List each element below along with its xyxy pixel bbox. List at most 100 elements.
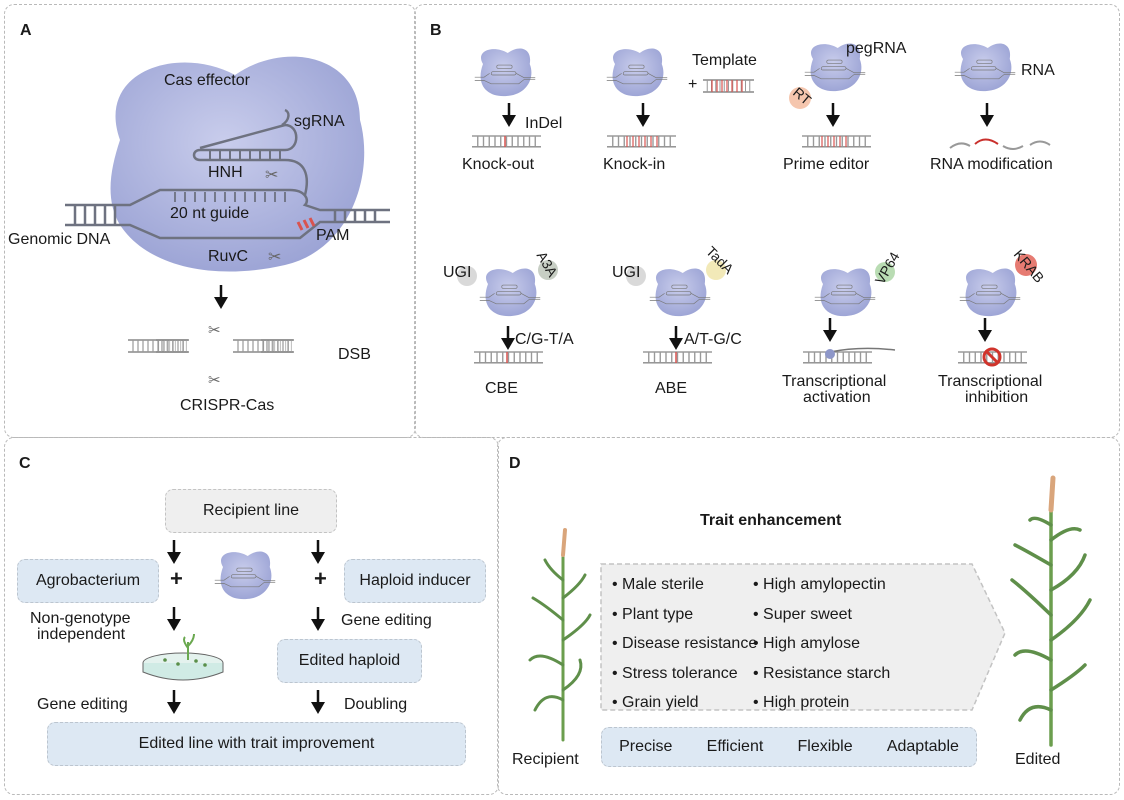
trait-item: • High protein (753, 694, 849, 712)
genomic-dna-strand (65, 188, 390, 240)
bullet-icon: • (753, 664, 764, 682)
trait-label: Stress tolerance (622, 664, 738, 682)
rna-label: RNA (1021, 62, 1055, 79)
indel-label: InDel (525, 115, 563, 132)
trait-item: • Super sweet (753, 606, 852, 624)
feature-flexible: Flexible (797, 738, 853, 755)
edited-plant-icon (1010, 475, 1092, 747)
trait-item: • Resistance starch (753, 665, 890, 683)
trait-label: Plant type (622, 605, 694, 623)
trait-label: Super sweet (763, 605, 852, 623)
trait-label: High amylopectin (763, 576, 886, 593)
dsb-scissors-bottom-icon: ✂ (208, 372, 221, 389)
guide-rungs (209, 150, 281, 160)
feature-adaptable: Adaptable (886, 738, 959, 755)
guide-label: 20 nt guide (170, 205, 250, 222)
cas-protein-blob (110, 56, 365, 272)
plus-right: + (314, 566, 327, 591)
recipient-plant-icon (528, 528, 592, 742)
edited-haploid-box: Edited haploid (277, 639, 422, 683)
cbe-ugi-label: UGI (443, 264, 472, 281)
panel-d-frame (497, 437, 1120, 795)
gene-editing-right-label: Gene editing (341, 612, 432, 629)
cbe-ugi (457, 266, 477, 286)
activation-caption-2: activation (803, 389, 871, 406)
knockout-caption: Knock-out (462, 156, 535, 173)
trait-item: • Male sterile (612, 576, 704, 594)
panel-c-frame (4, 437, 499, 795)
gene-editing-left-label: Gene editing (37, 696, 128, 713)
non-genotype-label-2: independent (37, 626, 126, 643)
trait-label: Grain yield (622, 694, 699, 711)
bullet-icon: • (753, 576, 764, 593)
abe-caption: ABE (655, 380, 688, 397)
rna-strands (949, 138, 1051, 150)
cas-effector-label: Cas effector (164, 72, 250, 89)
panel-a-label: A (20, 22, 32, 39)
trait-item: • Grain yield (612, 694, 699, 712)
hnh-scissors-icon: ✂ (265, 167, 278, 184)
prime-editor-caption: Prime editor (783, 156, 870, 173)
dsb-label: DSB (338, 346, 371, 363)
doubling-label: Doubling (344, 696, 408, 713)
ruvc-scissors-icon: ✂ (268, 249, 281, 266)
abe-tada (706, 260, 726, 280)
sgrna-strand (192, 108, 309, 196)
template-label: Template (692, 52, 757, 69)
pegrna-label: pegRNA (846, 40, 907, 57)
trait-label: Resistance starch (763, 664, 891, 682)
dsb-scissors-top-icon: ✂ (208, 322, 221, 339)
bullet-icon: • (612, 664, 623, 682)
cas-effector-illustration: ✂ ✂ ✂ ✂ (65, 56, 390, 389)
bullet-icon: • (612, 635, 623, 652)
crispr-cas-caption: CRISPR-Cas (180, 397, 275, 414)
edited-line-box: Edited line with trait improvement (47, 722, 466, 766)
recipient-line-box: Recipient line (165, 489, 337, 533)
activation-caption-1: Transcriptional (782, 373, 887, 390)
recipient-label: Recipient (512, 751, 579, 768)
bullet-icon: • (612, 694, 623, 711)
hnh-label: HNH (208, 164, 243, 181)
bullet-icon: • (753, 694, 764, 711)
inhibition-caption-1: Transcriptional (938, 373, 1043, 390)
bullet-icon: • (612, 576, 623, 593)
pam-site (296, 217, 316, 231)
rna-modification-caption: RNA modification (930, 156, 1053, 173)
cbe-annotation: C/G-T/A (515, 331, 574, 348)
genomic-dna-label: Genomic DNA (8, 231, 111, 248)
krab (1015, 254, 1037, 276)
trait-label: High amylose (763, 635, 860, 652)
non-genotype-label-1: Non-genotype (30, 610, 131, 627)
abe-annotation: A/T-G/C (684, 331, 742, 348)
plus-left: + (170, 566, 183, 591)
rt-enzyme (789, 87, 811, 109)
abe-ugi-label: UGI (612, 264, 641, 281)
feature-precise: Precise (619, 738, 673, 755)
pam-label: PAM (316, 227, 350, 244)
panel-d-label: D (509, 455, 521, 472)
inhibition-caption-2: inhibition (965, 389, 1029, 406)
trait-enhancement-title: Trait enhancement (700, 512, 842, 529)
trait-item: • Plant type (612, 606, 693, 624)
bullet-icon: • (753, 635, 764, 652)
trait-label: High protein (763, 694, 850, 711)
plus-sign: + (688, 76, 698, 93)
trait-label: Disease resistance (622, 635, 758, 652)
knockin-caption: Knock-in (603, 156, 666, 173)
edited-label: Edited (1015, 751, 1061, 768)
features-bar: Precise Efficient Flexible Adaptable (601, 727, 977, 767)
panel-b-label: B (430, 22, 442, 39)
abe-ugi (626, 266, 646, 286)
feature-efficient: Efficient (706, 738, 764, 755)
agrobacterium-box: Agrobacterium (17, 559, 159, 603)
panel-c-label: C (19, 455, 31, 472)
trait-item: • High amylopectin (753, 576, 886, 594)
trait-item: • Disease resistance (612, 635, 757, 653)
trait-item: • High amylose (753, 635, 860, 653)
bullet-icon: • (612, 605, 623, 623)
sgrna-label: sgRNA (294, 113, 345, 130)
panel-c-arrows (142, 538, 327, 716)
cbe-caption: CBE (485, 380, 518, 397)
